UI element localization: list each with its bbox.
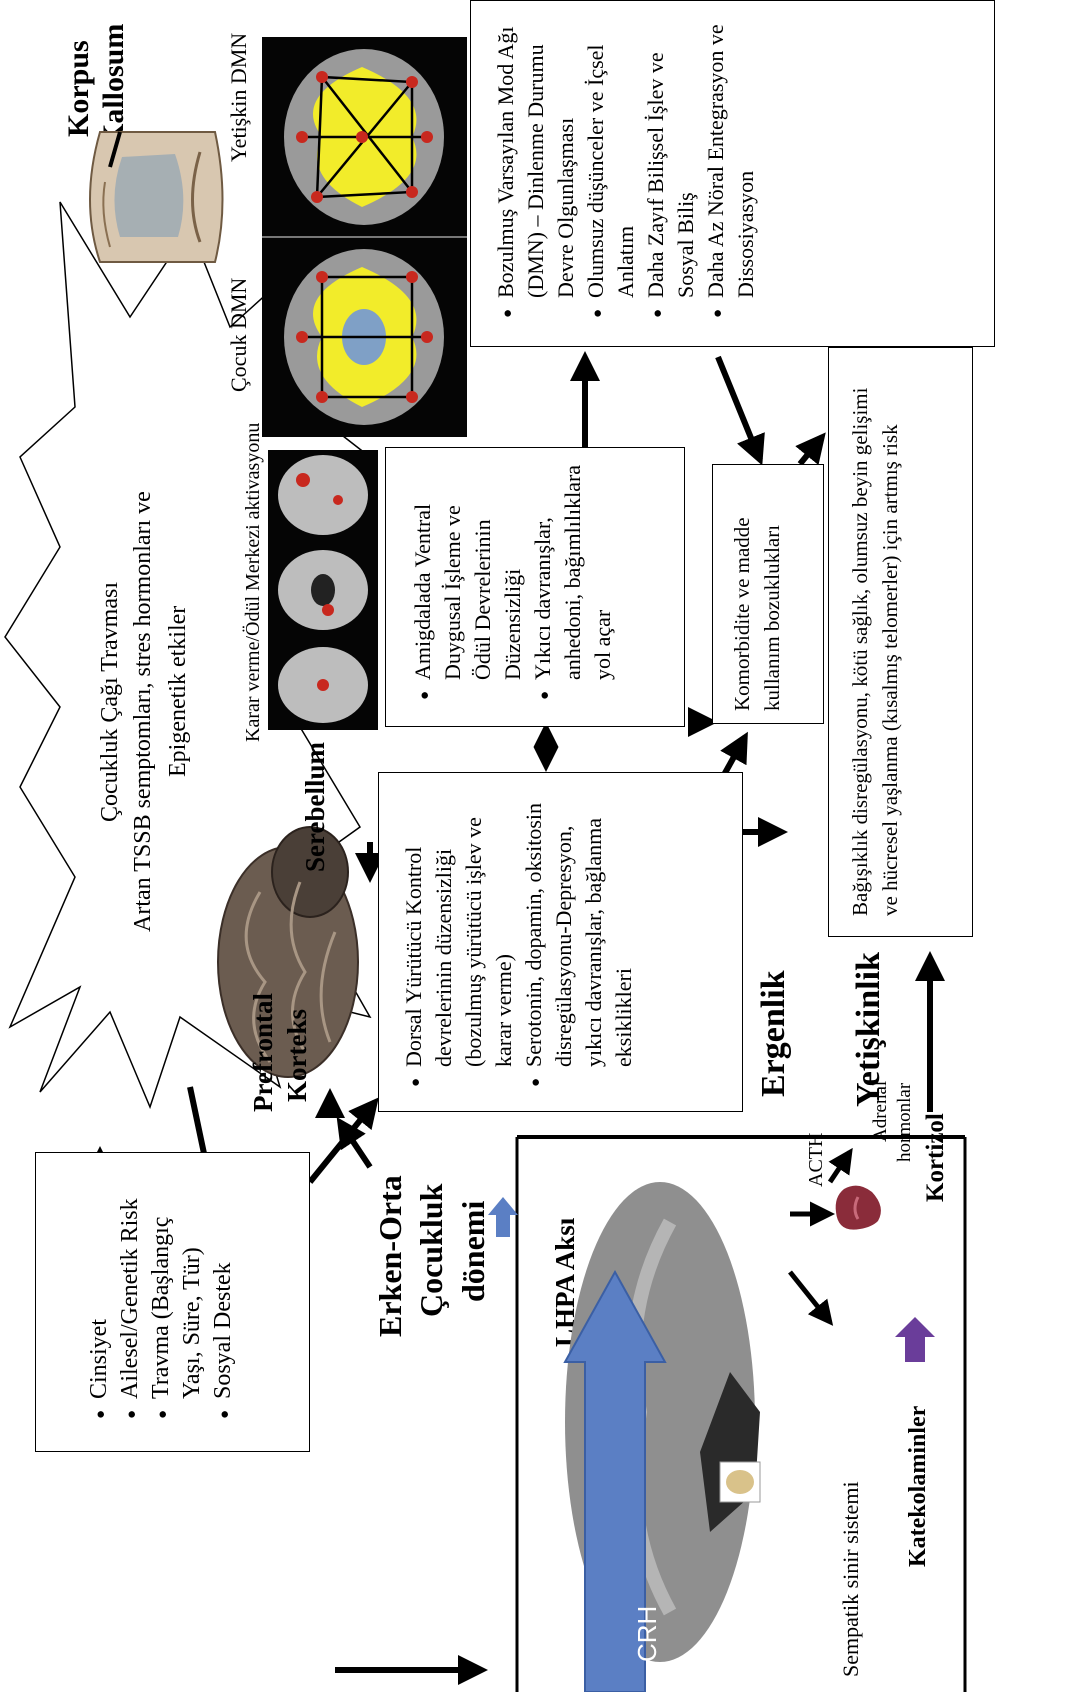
whole-brain-image: [217, 826, 359, 1078]
arrow-dmn-to-comorbid: [715, 355, 765, 466]
adult-dmn-brain: [284, 49, 444, 225]
adrenal-gland-image: [835, 1185, 881, 1230]
crh-arrow: [563, 1269, 667, 1692]
arrow-erken-to-prefrontal: [336, 1117, 373, 1169]
arrow-to-dorsal: [307, 1097, 379, 1184]
katekolaminler-label: Katekolaminler: [905, 1405, 931, 1567]
lhpa-small-arrow: [488, 1197, 518, 1237]
katekol-arrow: [895, 1317, 935, 1362]
arrow-comorbid-to-immune: [795, 432, 826, 466]
reward-brain-images: [268, 450, 378, 730]
sempatik-label: Sempatik sinir sistemi: [838, 1481, 863, 1677]
dmn-brain-images: [262, 37, 467, 437]
corpus-callosum-image: [89, 131, 224, 263]
child-dmn-brain: [284, 249, 444, 425]
